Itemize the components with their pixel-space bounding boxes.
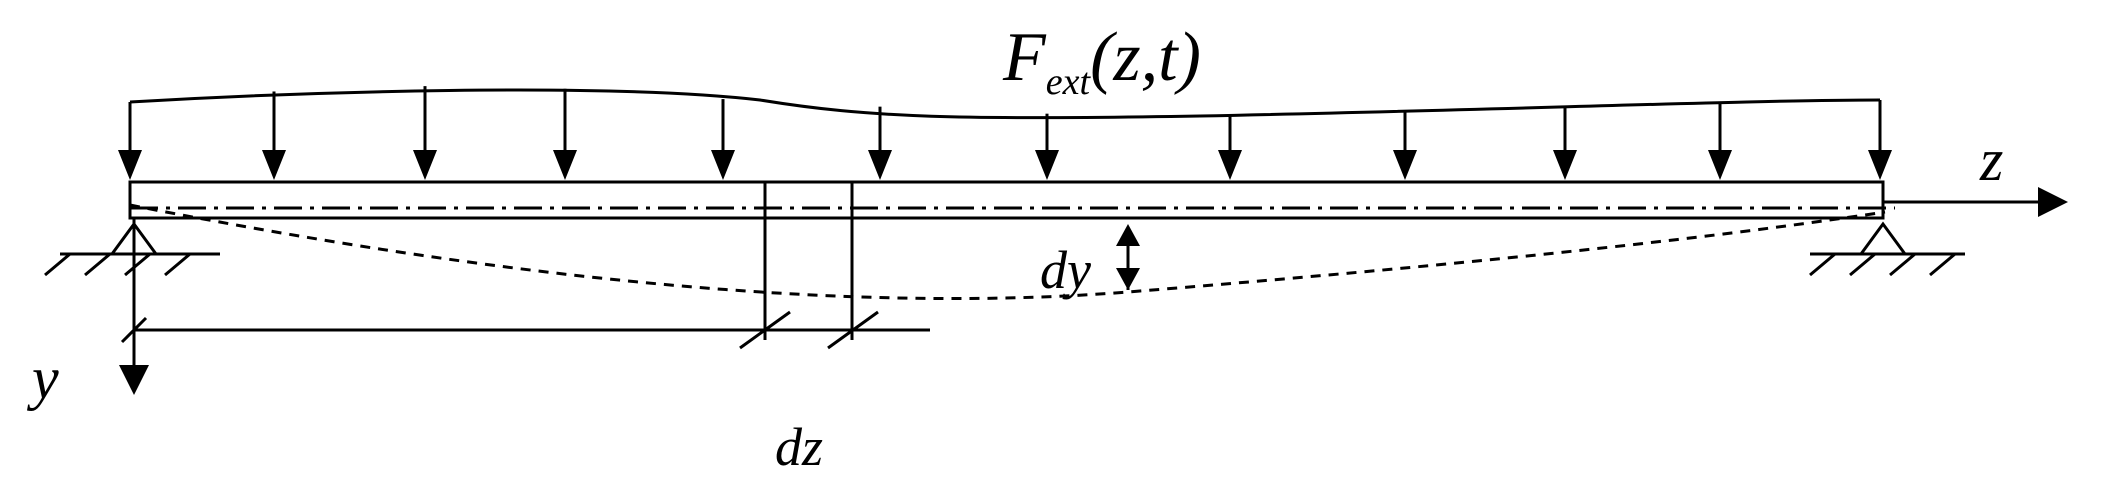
left-support	[44, 221, 220, 277]
load-label: Fext(z,t)	[1002, 19, 1201, 103]
load-arrow-head	[553, 150, 577, 180]
dy-indicator	[1116, 224, 1140, 290]
right-support	[1809, 221, 1965, 277]
load-arrows	[118, 86, 1892, 180]
load-symbol: F	[1002, 19, 1047, 96]
load-arrow-head	[413, 150, 437, 180]
deflection-curve	[129, 203, 1886, 301]
load-arrow-head	[1553, 150, 1577, 180]
load-arrow-head	[868, 150, 892, 180]
y-axis-label: y	[26, 345, 59, 411]
load-arrow-head	[1218, 150, 1242, 180]
dy-label: dy	[1040, 240, 1091, 300]
dimension-start-tick	[120, 316, 148, 344]
beam	[128, 180, 1885, 220]
dimension-tick-left	[739, 310, 791, 350]
dz-label: dz	[775, 417, 823, 477]
z-axis-label: z	[1979, 127, 2003, 193]
load-arrow-head	[118, 150, 142, 180]
load-arrow-head	[1393, 150, 1417, 180]
load-arrow-head	[262, 150, 286, 180]
load-subscript: ext	[1046, 61, 1092, 103]
load-envelope-curve	[129, 88, 1881, 120]
load-arrow-head	[711, 150, 735, 180]
load-arrow-head	[1868, 150, 1892, 180]
load-arrow-head	[1708, 150, 1732, 180]
load-arrow-head	[1035, 150, 1059, 180]
dimension-tick-right	[827, 310, 879, 350]
load-arguments: (z,t)	[1090, 19, 1201, 96]
